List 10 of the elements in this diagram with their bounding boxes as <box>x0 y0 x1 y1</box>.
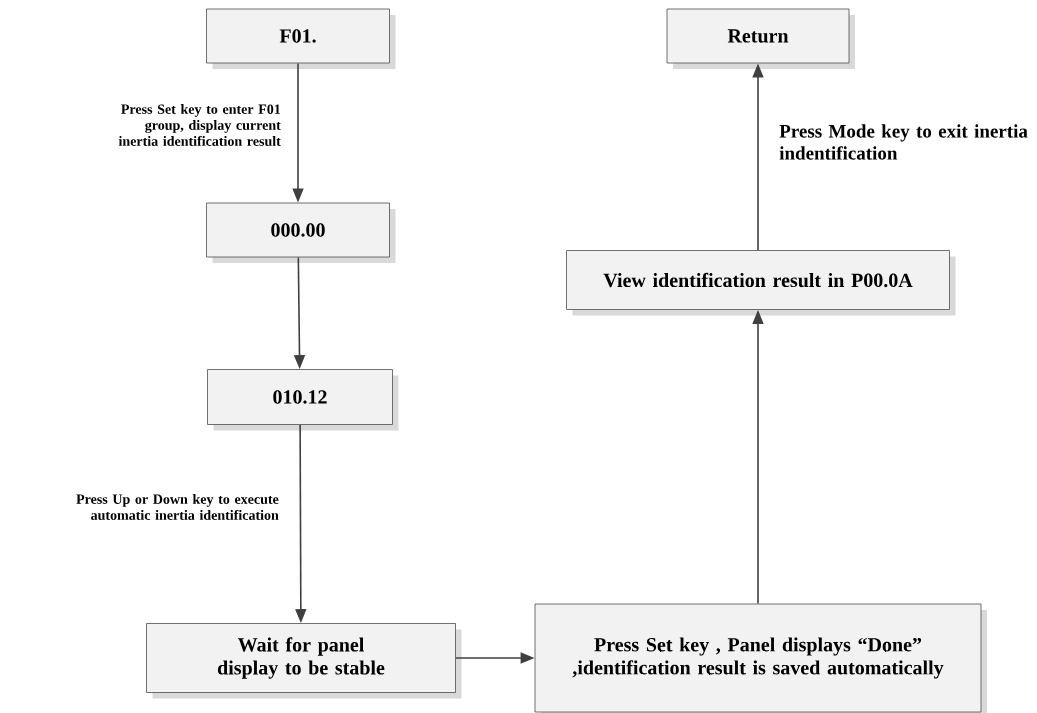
edge-label: Press Up or Down key to execute automatic inertia identification <box>76 494 279 520</box>
process-box: F01. <box>206 8 396 69</box>
process-box: Press Set key , Panel displays “Done” ,identification result is saved automatically <box>534 603 987 713</box>
edge-label: Press Mode key to exit inertia indentification <box>779 124 1028 160</box>
process-box: Wait for panel display to be stable <box>146 623 462 699</box>
process-box: 000.00 <box>206 202 396 263</box>
process-box: Return <box>666 8 855 69</box>
process-box: View identification result in P00.0A <box>566 250 956 316</box>
edge-label: Press Set key to enter F01 group, display current inertia identification result <box>118 104 281 146</box>
process-box: 010.12 <box>207 369 399 431</box>
